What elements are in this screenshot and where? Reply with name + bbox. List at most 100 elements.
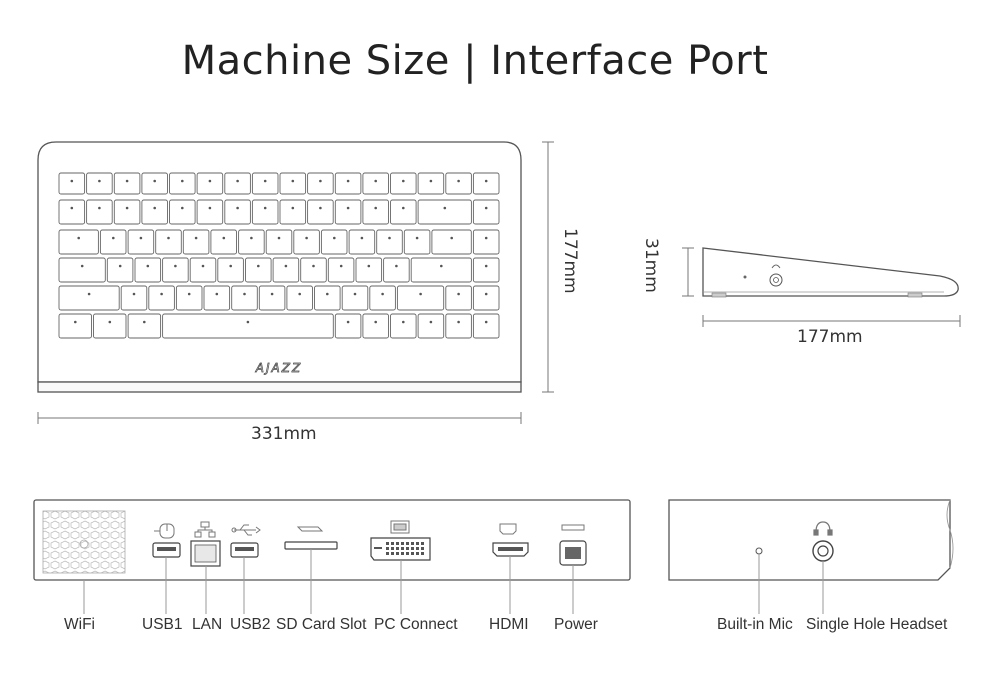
pc-connect-label: PC Connect [374,616,458,633]
key-legend-mark [484,264,488,268]
key [362,199,389,225]
key [93,313,127,339]
key-legend-mark [257,264,260,268]
key [417,199,472,225]
key [238,229,265,255]
key-legend-mark [201,264,205,268]
key [383,257,410,283]
key-legend-mark [236,179,239,183]
key-legend-mark [457,320,460,324]
key [390,172,417,195]
brand-logo: AJAZZ [255,361,302,375]
key-legend-mark [139,236,143,240]
side-panel [668,499,954,581]
key-legend-mark [98,206,101,210]
key-legend-mark [187,292,191,296]
dvi-pin [416,552,419,555]
key-legend-mark [374,320,378,324]
key-legend-mark [243,292,246,296]
key-legend-mark [457,179,460,183]
key-legend-mark [440,264,443,268]
key [472,172,500,195]
lan-label: LAN [192,616,223,633]
key-legend-mark [381,292,384,296]
key [403,229,431,255]
key [431,229,472,255]
key [58,257,106,283]
key-legend-mark [236,206,239,210]
key [182,229,210,255]
key-legend-mark [374,179,378,183]
key [362,313,389,339]
key [251,172,279,195]
key [472,199,500,225]
key-legend-mark [484,292,488,296]
key [417,172,445,195]
key-legend-mark [429,320,433,324]
key [362,172,389,195]
key-legend-mark [319,206,322,210]
width-label: 331mm [251,424,317,444]
key [376,229,403,255]
dvi-pin [401,547,404,550]
key [245,257,272,283]
key-legend-mark [346,320,350,324]
sd-card-slot [284,541,338,550]
key [58,285,120,311]
dvi-pin [421,547,424,550]
key [396,285,445,311]
key-legend-mark [153,179,156,183]
dvi-pin [386,542,389,545]
key [445,313,472,339]
key-legend-mark [112,236,115,240]
key-legend-mark [87,292,91,296]
key-legend-mark [215,292,219,296]
key [58,172,86,195]
key-legend-mark [208,206,212,210]
dvi-pin [421,542,424,545]
key-legend-mark [305,236,308,240]
dvi-pin [396,547,399,550]
key [258,285,286,311]
key-legend-mark [291,179,295,183]
key-legend-mark [402,320,405,324]
key-legend-mark [402,179,405,183]
key [141,172,168,195]
key-legend-mark [125,179,129,183]
key [231,285,258,311]
key-legend-mark [263,206,267,210]
key [320,229,348,255]
key [472,257,500,283]
key [189,257,217,283]
key-legend-mark [143,320,146,324]
key [58,199,86,225]
key-legend-mark [153,206,156,210]
key [224,199,251,225]
dvi-blade [374,547,382,549]
key-legend-mark [146,264,150,268]
key [127,313,162,339]
key-legend-mark [246,320,250,324]
key-legend-mark [395,264,398,268]
key [106,257,134,283]
key [445,285,472,311]
hdmi-icon [499,523,517,535]
key [314,285,341,311]
key [196,199,224,225]
key [169,199,196,225]
dvi-pin [386,547,389,550]
key [162,257,189,283]
key [120,285,148,311]
monitor-icon [390,520,410,534]
wifi-label: WiFi [64,616,95,633]
pc-connect-port [370,537,431,561]
key [265,229,293,255]
key-legend-mark [284,264,288,268]
width-dimension-line [37,412,522,424]
dvi-pin [396,552,399,555]
key [341,285,369,311]
key [334,172,362,195]
key [127,229,155,255]
key-legend-mark [484,236,488,240]
